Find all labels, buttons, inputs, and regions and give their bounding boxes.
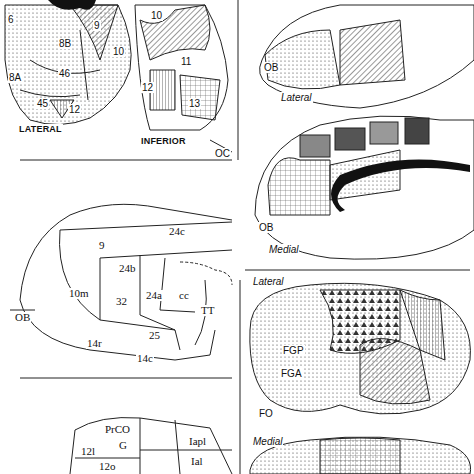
area-label: 12l bbox=[80, 446, 96, 457]
area-label: 10 bbox=[112, 46, 125, 57]
area-label: 9 bbox=[93, 20, 101, 31]
area-label: Lateral bbox=[280, 92, 313, 103]
area-label: Medial bbox=[268, 244, 299, 255]
area-label: 45 bbox=[36, 98, 49, 109]
area-label: 12 bbox=[141, 82, 154, 93]
area-label: Ial bbox=[190, 456, 204, 467]
area-label: 9 bbox=[98, 240, 106, 251]
area-label: G bbox=[118, 440, 128, 451]
area-label: 8A bbox=[8, 72, 22, 83]
area-label: 24c bbox=[168, 226, 186, 237]
area-label: PrCO bbox=[104, 424, 131, 435]
area-label: Iapl bbox=[188, 436, 207, 447]
area-label: Lateral bbox=[252, 276, 285, 287]
area-label: 12o bbox=[98, 461, 117, 472]
area-label: 10 bbox=[150, 10, 163, 21]
area-label: 24b bbox=[118, 263, 137, 274]
area-label: 24a bbox=[145, 290, 163, 301]
area-label: OB bbox=[14, 312, 31, 323]
area-label: INFERIOR bbox=[140, 136, 187, 147]
area-label: 25 bbox=[148, 330, 161, 341]
area-label: 11 bbox=[180, 56, 192, 67]
area-label: Medial bbox=[252, 436, 283, 447]
area-label: OC bbox=[214, 148, 231, 159]
area-label: FO bbox=[258, 408, 274, 419]
area-label: TT bbox=[200, 305, 215, 316]
area-label: 6 bbox=[7, 14, 15, 25]
area-label: 14c bbox=[136, 353, 154, 364]
area-label: 10m bbox=[68, 288, 90, 299]
area-label: FGP bbox=[282, 345, 305, 356]
area-label: FGA bbox=[280, 368, 303, 379]
area-label: cc bbox=[178, 290, 190, 301]
area-label: 32 bbox=[115, 296, 128, 307]
area-label: 8B bbox=[58, 38, 72, 49]
area-label: OB bbox=[263, 62, 279, 73]
area-label: LATERAL bbox=[18, 124, 63, 135]
area-label: 14r bbox=[86, 338, 103, 349]
area-label: 12 bbox=[68, 104, 81, 115]
area-label: 46 bbox=[58, 68, 71, 79]
area-label: OB bbox=[258, 222, 274, 233]
area-label: 13 bbox=[188, 98, 201, 109]
